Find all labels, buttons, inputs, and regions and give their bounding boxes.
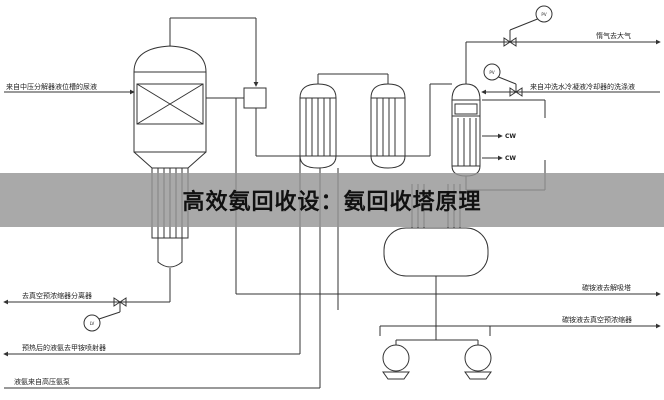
label-to-vacuum-concentrator: 碳铵液去真空预浓缩器: [562, 315, 632, 324]
condenser-column: [451, 42, 481, 190]
label-wash: 来自冲洗水冷凝液冷却器的洗涤液: [530, 82, 635, 91]
label-vent: 惰气去大气: [596, 31, 631, 40]
pv-top-text: PV: [541, 12, 546, 17]
pv-instrument-top: [535, 5, 553, 23]
column-top-dome: [133, 45, 207, 73]
page-title: 高效氨回收设：氨回收塔原理: [182, 190, 482, 215]
cw-label-upper: CW: [505, 133, 516, 140]
label-to-absorption: 碳铵液去解吸塔: [582, 283, 631, 292]
column-packing: [136, 83, 204, 125]
pump-right: [464, 344, 492, 380]
column-cone: [133, 151, 207, 169]
column-upper-shell: [133, 71, 207, 153]
distributor-box: [243, 87, 267, 109]
receiving-drum: [383, 227, 489, 277]
heat-exchanger-2: [370, 83, 406, 169]
pv-mid-text: PV: [489, 70, 494, 75]
heat-exchanger-1: [299, 83, 337, 169]
label-ammonia-from-pump: 液氨来自高压氨泵: [14, 377, 70, 386]
label-feed: 来自中压分解器液位槽的尿液: [6, 82, 97, 91]
cw-label-lower: CW: [505, 155, 516, 162]
label-to-vacuum-separator: 去真空预浓缩器分离器: [22, 291, 92, 300]
label-preheated-ammonia: 预热后的液氨去甲铵喷射器: [22, 343, 106, 352]
control-valve-top: [503, 17, 541, 47]
lv-text: LV: [90, 321, 95, 326]
control-valve-mid: [495, 75, 523, 97]
packing-cross-b: [136, 83, 204, 125]
column-bottom-head: [157, 238, 183, 268]
control-valve-left: [95, 297, 127, 321]
pv-instrument-mid: [483, 63, 501, 81]
recovery-column: [133, 18, 207, 302]
lv-instrument: [83, 314, 101, 332]
pump-left: [382, 344, 410, 380]
title-banner: 高效氨回收设：氨回收塔原理: [0, 173, 664, 227]
